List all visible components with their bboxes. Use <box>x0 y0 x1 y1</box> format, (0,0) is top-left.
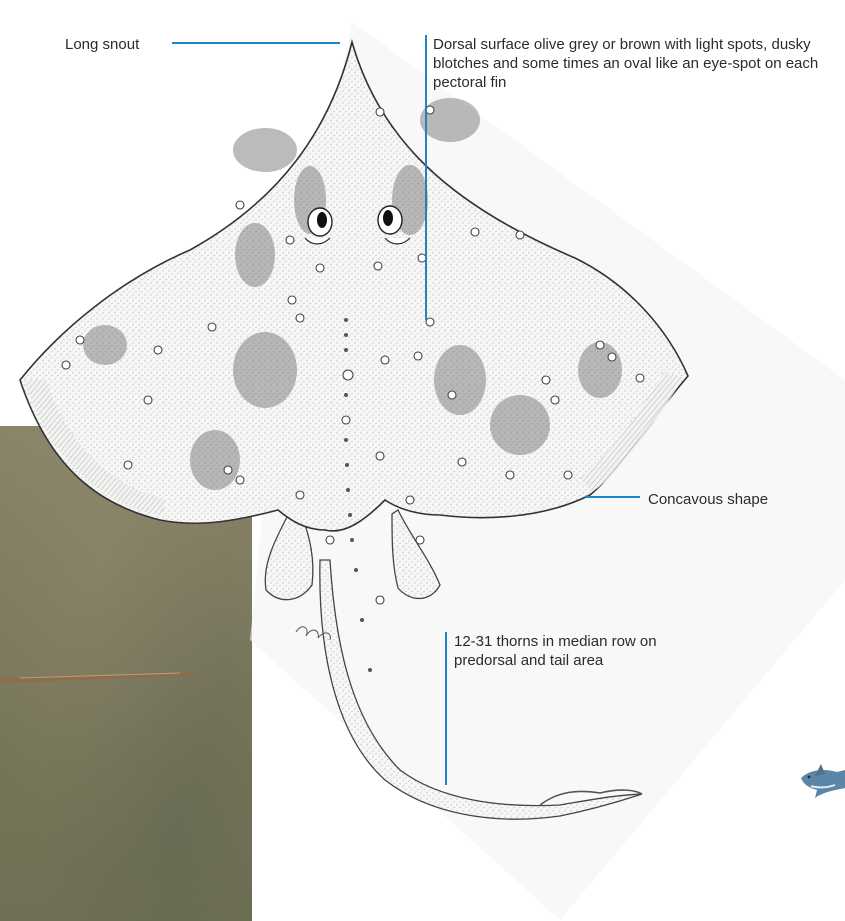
ray-disc <box>20 42 688 531</box>
label-dorsal-surface: Dorsal surface olive grey or brown with … <box>433 35 843 92</box>
label-concavous-shape: Concavous shape <box>648 490 768 509</box>
label-thorns: 12-31 thorns in median row on predorsal … <box>454 632 694 670</box>
label-long-snout: Long snout <box>65 35 139 54</box>
shark-icon <box>797 756 845 808</box>
